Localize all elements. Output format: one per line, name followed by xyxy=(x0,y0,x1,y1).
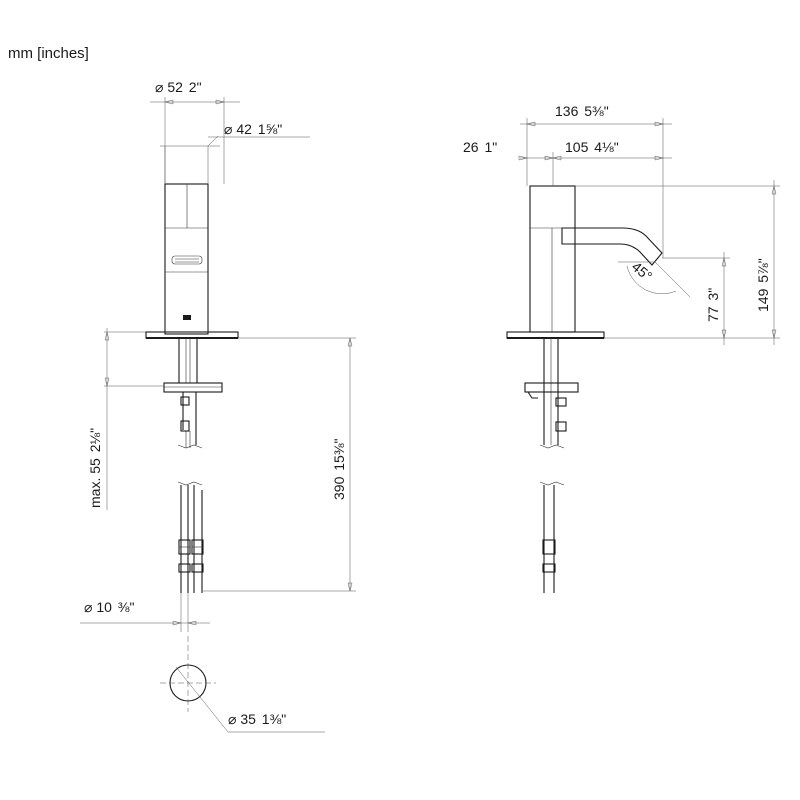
label-side-total-height: 149 5⅞" xyxy=(755,258,771,312)
label-top-outer-diameter: ⌀ 52 2" xyxy=(155,79,202,95)
front-aerator xyxy=(171,255,203,265)
label-top-inner-diameter: ⌀ 42 1⅝" xyxy=(224,121,282,137)
front-view xyxy=(80,97,356,733)
label-side-body-width: 26 1" xyxy=(463,139,497,155)
label-supply-diameter: ⌀ 10 ⅜" xyxy=(84,599,134,615)
label-spout-height: 77 3" xyxy=(705,288,721,322)
side-view xyxy=(506,118,780,593)
side-mounting-plate xyxy=(524,382,579,393)
label-supply-length: 390 15⅜" xyxy=(331,439,347,500)
front-mounting-plate xyxy=(163,382,223,393)
front-body xyxy=(164,183,209,335)
front-sensor xyxy=(183,315,191,320)
label-side-total-reach: 136 5⅜" xyxy=(555,103,609,119)
units-label-text: mm [inches] xyxy=(8,45,89,62)
label-hole-diameter: ⌀ 35 1⅜" xyxy=(228,711,286,727)
units-label: mm [inches] xyxy=(8,45,89,63)
side-body xyxy=(529,185,576,333)
label-max-deck-thickness: max. 55 2⅛" xyxy=(87,428,103,508)
side-spout xyxy=(561,227,663,266)
label-side-spout-reach: 105 4⅛" xyxy=(565,139,619,155)
